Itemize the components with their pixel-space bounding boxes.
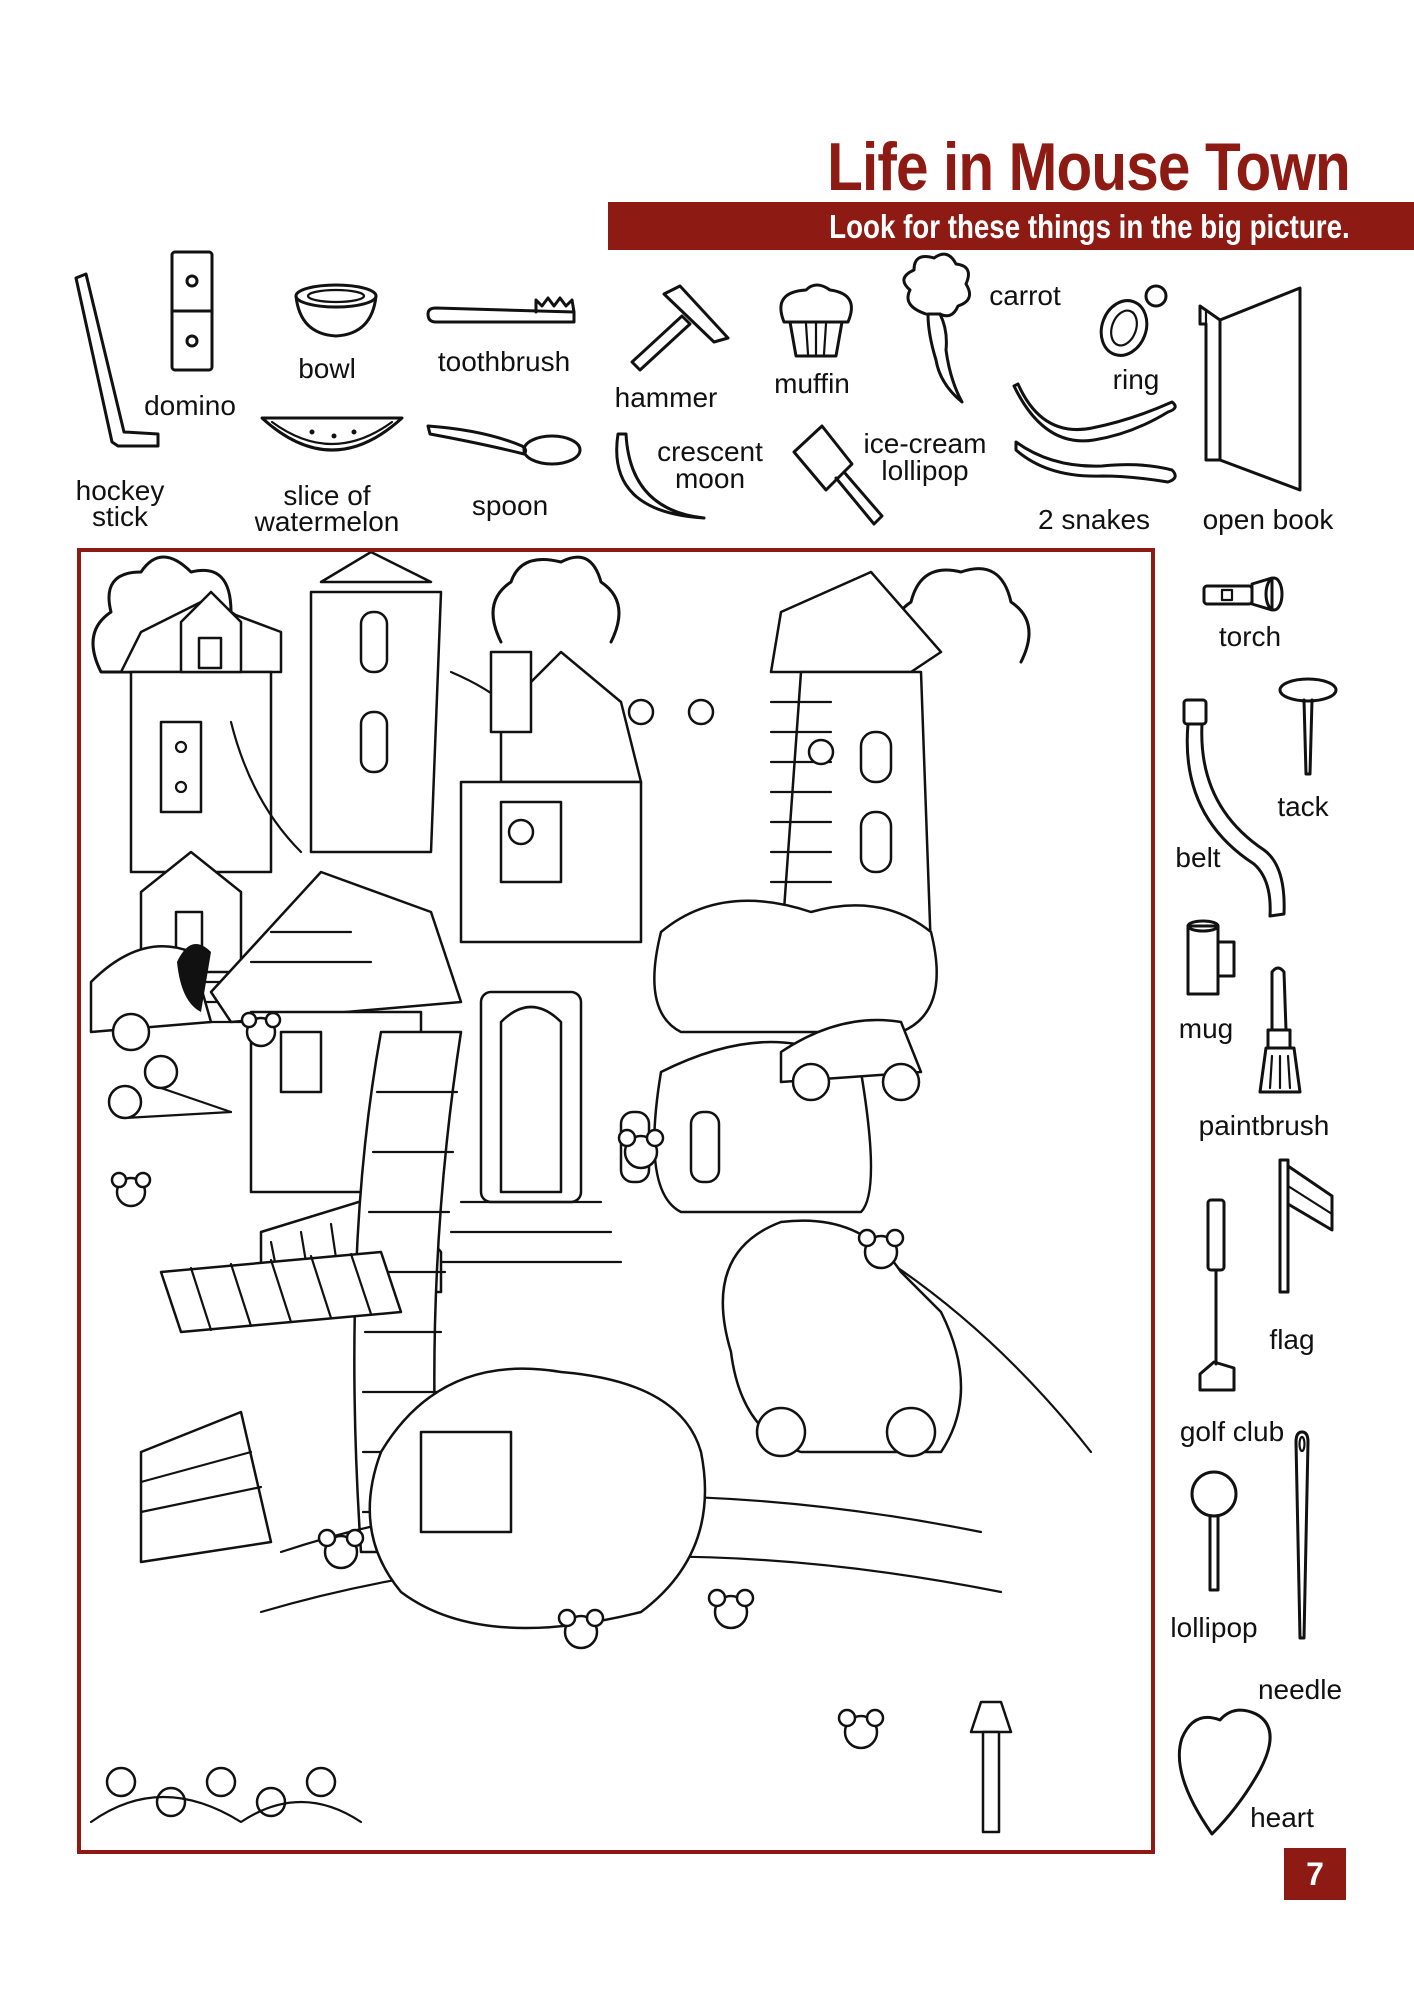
- heart-icon[interactable]: [1176, 1708, 1276, 1838]
- label-crescent-moon: crescent moon: [657, 436, 763, 494]
- label-mug: mug: [1178, 1013, 1234, 1044]
- hammer-icon[interactable]: [624, 282, 734, 372]
- needle-icon[interactable]: [1290, 1428, 1314, 1644]
- snakes-icon[interactable]: [1012, 378, 1182, 488]
- page-number: 7: [1284, 1848, 1346, 1900]
- bowl-icon[interactable]: [292, 282, 382, 342]
- hockey-stick-icon[interactable]: [74, 270, 163, 460]
- label-ice-cream-lollipop: ice-cream lollipop: [863, 428, 987, 486]
- label-paintbrush: paintbrush: [1198, 1110, 1330, 1141]
- muffin-icon[interactable]: [776, 283, 856, 362]
- label-slice-of-watermelon: slice of watermelon: [254, 480, 400, 537]
- belt-icon[interactable]: [1180, 696, 1288, 922]
- torch-icon[interactable]: [1200, 574, 1290, 614]
- label-lollipop: lollipop: [1170, 1612, 1258, 1643]
- flag-icon[interactable]: [1272, 1156, 1336, 1296]
- paintbrush-icon[interactable]: [1256, 966, 1306, 1098]
- domino-icon[interactable]: [168, 248, 218, 376]
- label-muffin: muffin: [774, 368, 850, 399]
- instruction-text: Look for these things in the big picture…: [829, 208, 1350, 245]
- label-needle: needle: [1257, 1674, 1343, 1705]
- label-carrot: carrot: [989, 280, 1061, 311]
- ring-icon[interactable]: [1098, 282, 1172, 362]
- label-ring: ring: [1112, 364, 1160, 395]
- label-belt: belt: [1175, 842, 1221, 873]
- label-flag: flag: [1269, 1324, 1315, 1355]
- spoon-icon[interactable]: [424, 420, 584, 470]
- label-2-snakes: 2 snakes: [1037, 504, 1151, 535]
- label-open-book: open book: [1202, 504, 1334, 535]
- label-bowl: bowl: [298, 353, 356, 384]
- open-book-icon[interactable]: [1196, 284, 1306, 496]
- label-hockey-stick: hockey stick: [75, 475, 165, 532]
- label-domino: domino: [144, 390, 236, 421]
- mouse-town-scene-illustration[interactable]: [77, 548, 1155, 1854]
- lollipop-icon[interactable]: [1186, 1468, 1242, 1596]
- label-torch: torch: [1218, 621, 1282, 652]
- instruction-banner: Look for these things in the big picture…: [608, 202, 1414, 250]
- mug-icon[interactable]: [1184, 918, 1240, 998]
- label-toothbrush: toothbrush: [437, 346, 571, 377]
- carrot-icon[interactable]: [896, 250, 976, 410]
- crescent-moon-icon[interactable]: [612, 432, 708, 524]
- label-spoon: spoon: [471, 490, 549, 521]
- label-hammer: hammer: [614, 382, 718, 413]
- toothbrush-icon[interactable]: [424, 296, 579, 332]
- label-tack: tack: [1277, 791, 1329, 822]
- label-golf-club: golf club: [1179, 1416, 1285, 1447]
- page-title: Life in Mouse Town: [827, 129, 1351, 205]
- golf-club-icon[interactable]: [1194, 1196, 1244, 1396]
- tack-icon[interactable]: [1276, 676, 1340, 782]
- ice-cream-lollipop-icon[interactable]: [790, 422, 890, 532]
- label-heart: heart: [1250, 1802, 1314, 1833]
- watermelon-slice-icon[interactable]: [258, 412, 406, 462]
